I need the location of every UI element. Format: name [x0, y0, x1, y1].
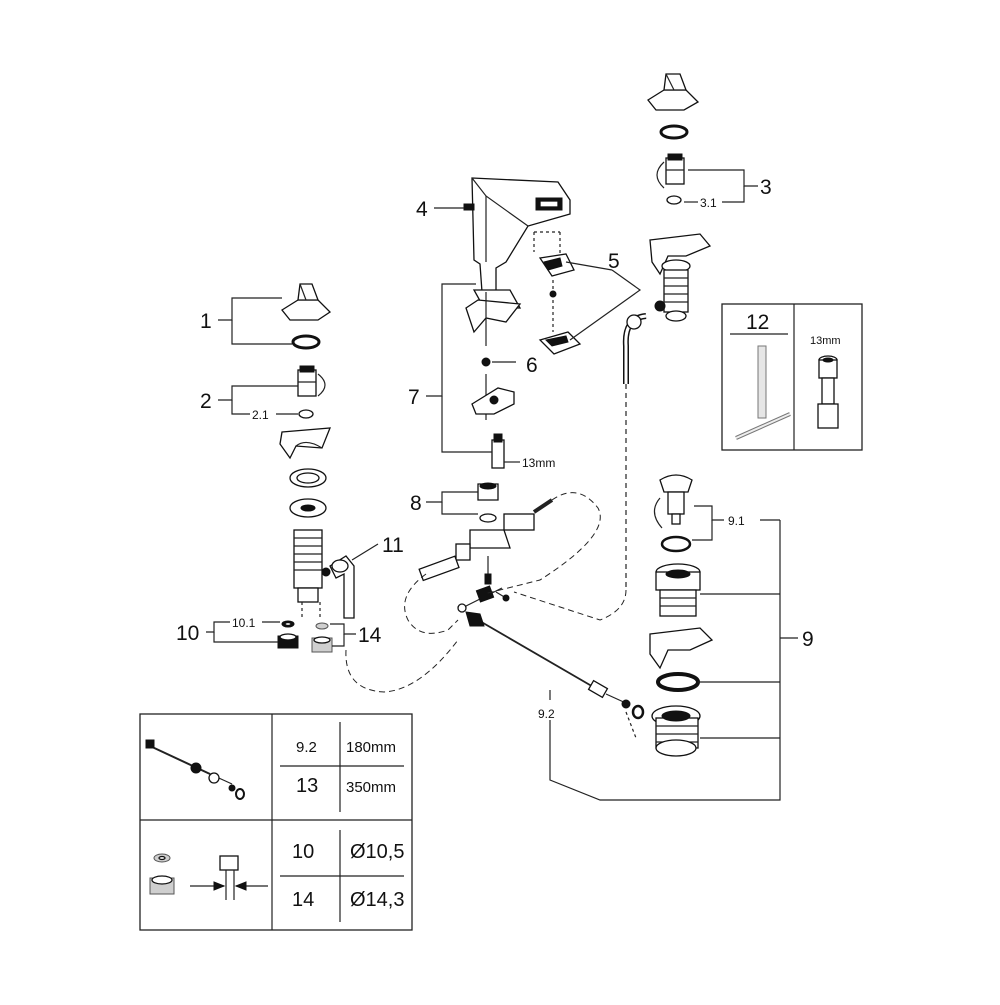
rod-illustration	[145, 739, 245, 800]
socket-tool-icon	[817, 355, 839, 429]
nut-gauge-illustration	[149, 853, 268, 900]
right-o-ring	[659, 124, 689, 140]
callout-12: 12	[746, 311, 769, 334]
pivot-rod	[457, 585, 645, 720]
leader-lines	[206, 169, 798, 801]
callout-14: 14	[358, 624, 382, 647]
callout-2: 2	[200, 390, 212, 413]
tee-connector	[418, 498, 554, 582]
table-nut-value-1: Ø10,5	[350, 841, 404, 863]
callout-labels: 1 2 2.1 3 3.1 4 5 6 7 13mm 8 9 9.1 9.2 1…	[176, 176, 814, 721]
left-small-ring	[298, 409, 314, 419]
table-nut-value-2: Ø14,3	[350, 889, 404, 911]
right-small-ring	[666, 195, 682, 205]
drain-seal	[660, 535, 692, 553]
table-rod-part-1: 9.2	[296, 739, 317, 756]
left-valve-assembly	[277, 283, 355, 653]
spout-body	[463, 177, 571, 293]
callout-9: 9	[802, 628, 814, 651]
drain-gasket	[656, 672, 700, 692]
callout-4: 4	[416, 198, 428, 221]
right-cartridge	[656, 153, 685, 189]
drain-shaped-washer	[649, 627, 714, 670]
spout-assembly	[418, 177, 582, 585]
mounting-stud-socket	[491, 439, 505, 469]
spec-table: 9.2 180mm 13 350mm 10 Ø10,5 14 Ø14,3	[139, 713, 413, 931]
table-nut-part-1: 10	[292, 841, 314, 863]
right-flex-hose	[622, 313, 647, 590]
t-wrench-icon	[735, 345, 791, 440]
left-o-ring	[291, 334, 321, 350]
right-handle	[647, 73, 700, 111]
callout-2-1: 2.1	[252, 408, 269, 422]
tool-box-12: 12 13mm	[721, 303, 863, 451]
washer-8	[479, 513, 497, 523]
callout-8: 8	[410, 492, 422, 515]
drain-plug	[653, 474, 693, 529]
table-rod-value-2: 350mm	[346, 779, 396, 796]
callout-11: 11	[382, 534, 404, 557]
spout-screw-6	[481, 357, 491, 367]
callout-9-1: 9.1	[728, 514, 745, 528]
callout-7: 7	[408, 386, 420, 409]
right-valve-body	[654, 269, 689, 322]
nut-washer-14	[315, 622, 329, 630]
left-cartridge	[297, 365, 326, 397]
table-nut-part-2: 14	[292, 889, 314, 911]
left-handle	[281, 283, 332, 321]
hose-routing-dashes	[345, 492, 627, 693]
wrench-size-label: 13mm	[522, 456, 555, 470]
spout-lever-5	[538, 253, 582, 355]
callout-3: 3	[760, 176, 772, 199]
callout-5: 5	[608, 250, 620, 273]
left-valve-body	[293, 529, 331, 603]
left-elbow-fitting	[329, 555, 355, 619]
right-valve-assembly	[622, 73, 712, 590]
table-rod-value-1: 180mm	[346, 739, 396, 756]
drain-body-upper	[655, 563, 701, 617]
tool-size-label: 13mm	[810, 335, 841, 347]
table-rod-part-2: 13	[296, 775, 318, 797]
callout-3-1: 3.1	[700, 196, 717, 210]
callout-10: 10	[176, 622, 199, 645]
pop-up-waste-assembly	[457, 474, 714, 757]
drain-body-lower	[651, 705, 701, 757]
callout-1: 1	[200, 310, 212, 333]
callout-9-2: 9.2	[538, 707, 555, 721]
callout-6: 6	[526, 354, 538, 377]
spout-shaped-washer	[465, 299, 522, 334]
callout-10-1: 10.1	[232, 616, 256, 630]
right-shaped-washer	[649, 233, 712, 276]
